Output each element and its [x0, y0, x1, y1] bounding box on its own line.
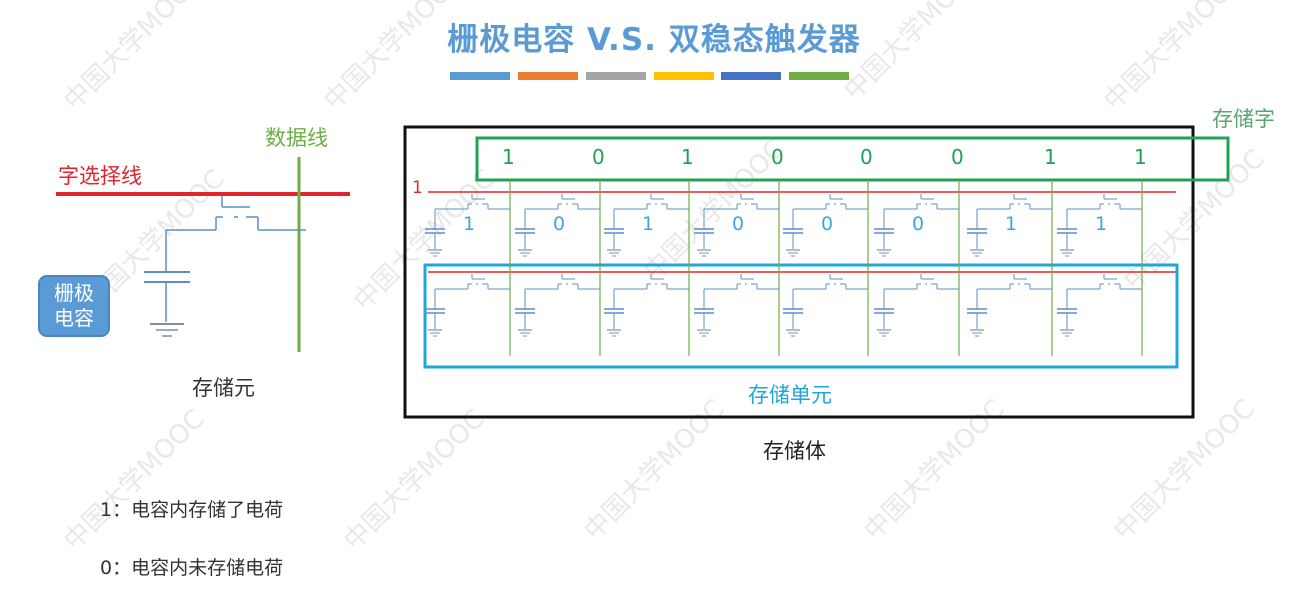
word-bit: 1: [1134, 145, 1147, 169]
cell-value: 0: [912, 213, 925, 235]
legend-key: 0：: [100, 557, 132, 579]
legend-text: 电容内未存储电荷: [131, 557, 284, 579]
legend-item: 0：电容内未存储电荷: [100, 553, 283, 580]
color-bar: [586, 72, 646, 80]
word-bit: 0: [951, 145, 964, 169]
word-bit: 0: [860, 145, 873, 169]
gate-capacitor-callout: 栅极 电容: [38, 275, 110, 337]
word-bit: 1: [1044, 145, 1057, 169]
color-bar: [654, 72, 714, 80]
cell-value: 1: [1005, 213, 1018, 235]
page-title: 栅极电容 V.S. 双稳态触发器: [447, 22, 861, 58]
memory-unit-label: 存储单元: [748, 383, 832, 407]
word-line-label: 字选择线: [58, 164, 142, 188]
data-line-label: 数据线: [265, 126, 328, 150]
legend-item: 1：电容内存储了电荷: [100, 495, 283, 522]
legend-key: 1：: [100, 499, 132, 521]
color-bar: [518, 72, 578, 80]
cell-value: 1: [463, 213, 476, 235]
cell-value: 1: [1095, 213, 1108, 235]
callout-line: 栅极: [54, 281, 94, 305]
cell-value: 0: [553, 213, 566, 235]
callout-line: 电容: [54, 306, 94, 330]
memory-word-label: 存储字: [1212, 107, 1275, 131]
cell-value: 1: [642, 213, 655, 235]
color-bar: [450, 72, 510, 80]
legend-text: 电容内存储了电荷: [131, 499, 284, 521]
word-bit: 1: [502, 145, 515, 169]
memory-bank-caption: 存储体: [763, 439, 826, 463]
memory-cell-caption: 存储元: [192, 376, 255, 400]
color-bar: [789, 72, 849, 80]
word-bit: 1: [681, 145, 694, 169]
cell-value: 0: [732, 213, 745, 235]
cell-value: 0: [821, 213, 834, 235]
color-bar: [721, 72, 781, 80]
word-bit: 0: [592, 145, 605, 169]
word-bit: 0: [771, 145, 784, 169]
row-select-label: 1: [412, 178, 423, 198]
